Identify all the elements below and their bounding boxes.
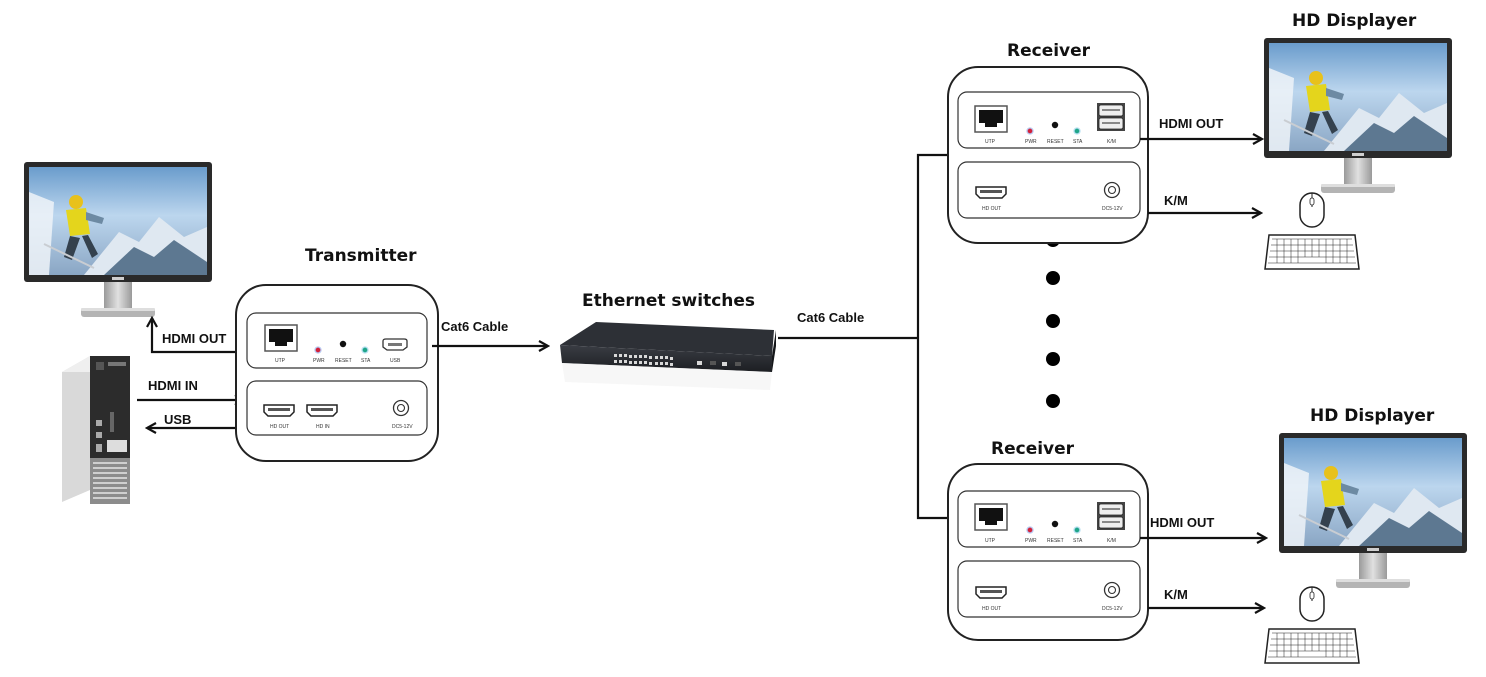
dc-jack-icon [392,399,410,417]
label-pc-hdmi-out: HDMI OUT [162,331,226,346]
port-label: PWR [1025,139,1037,145]
pwr-led-icon [1026,526,1034,534]
label-pc-hdmi-in: HDMI IN [148,378,198,393]
dc-jack-icon [1103,181,1121,199]
port-label: USB [390,358,401,364]
remote-monitor-top-icon [1263,37,1453,194]
receiver-top-device: UTP PWR RESET STA K/M HD OUT DC5-12V [947,66,1149,244]
reset-button-icon [1051,121,1059,129]
wire-pc-hdmi-out [152,318,236,354]
port-label: DC5-12V [1102,206,1123,212]
reset-button-icon [1051,520,1059,528]
port-label: K/M [1107,538,1116,544]
hd-out-port-icon [975,586,1007,599]
sta-led-icon [1073,526,1081,534]
receiver-bottom-device: UTP PWR RESET STA K/M HD OUT DC5-12V [947,463,1149,641]
utp-port-icon [974,105,1008,133]
label-rx-bottom-km: K/M [1164,587,1188,602]
reset-button-icon [339,340,347,348]
label-tx-cat6: Cat6 Cable [441,319,508,334]
pwr-led-icon [1026,127,1034,135]
sta-led-icon [361,346,369,354]
port-label: RESET [1047,139,1064,145]
port-label: PWR [1025,538,1037,544]
port-label: STA [361,358,371,364]
switch-title: Ethernet switches [582,291,755,311]
local-monitor-icon [23,161,213,318]
hd-out-port-icon [975,186,1007,199]
usb-port-icon [382,338,408,351]
transmitter-device: UTP PWR RESET STA USB HD OUT HD IN DC5-1… [235,284,439,462]
display-bottom-title: HD Displayer [1310,406,1435,426]
ethernet-switch-icon [560,322,776,390]
receiver-top-title: Receiver [1007,41,1091,61]
keyboard-mouse-bottom-icon [1264,586,1360,664]
hd-out-port-icon [263,404,295,417]
port-label: UTP [275,358,286,364]
port-label: RESET [335,358,352,364]
display-top-title: HD Displayer [1292,11,1417,31]
keyboard-mouse-top-icon [1264,192,1360,270]
port-label: DC5-12V [1102,606,1123,612]
port-label: UTP [985,139,996,145]
sta-led-icon [1073,127,1081,135]
transmitter-title: Transmitter [305,246,417,266]
utp-port-icon [264,324,298,352]
port-label: HD OUT [270,424,289,430]
km-usb-port-icon [1096,102,1126,132]
more-receivers-ellipsis-icon [1046,233,1060,408]
port-label: DC5-12V [392,424,413,430]
port-label: K/M [1107,139,1116,145]
label-rx-bottom-hdmi-out: HDMI OUT [1150,515,1214,530]
km-usb-port-icon [1096,501,1126,531]
label-switch-cat6: Cat6 Cable [797,310,864,325]
remote-monitor-bottom-icon [1278,432,1468,589]
utp-port-icon [974,503,1008,531]
port-label: UTP [985,538,996,544]
hd-in-port-icon [306,404,338,417]
port-label: RESET [1047,538,1064,544]
port-label: HD OUT [982,606,1001,612]
pwr-led-icon [314,346,322,354]
port-label: PWR [313,358,325,364]
label-rx-top-hdmi-out: HDMI OUT [1159,116,1223,131]
label-pc-usb: USB [164,412,191,427]
label-rx-top-km: K/M [1164,193,1188,208]
dc-jack-icon [1103,581,1121,599]
port-label: STA [1073,538,1083,544]
receiver-bottom-title: Receiver [991,439,1075,459]
pc-tower-icon [62,356,130,504]
wire-bus-receivers [916,153,958,520]
port-label: HD IN [316,424,330,430]
port-label: STA [1073,139,1083,145]
port-label: HD OUT [982,206,1001,212]
